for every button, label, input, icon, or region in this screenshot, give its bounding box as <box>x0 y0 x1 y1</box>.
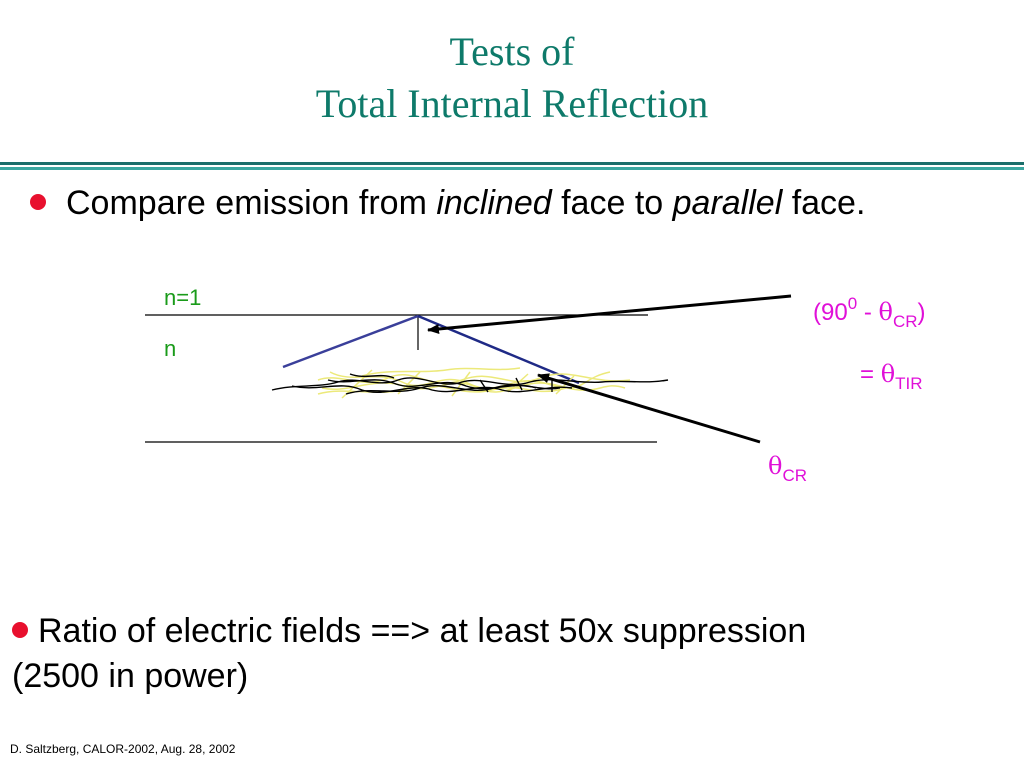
title-line-1: Tests of <box>449 29 575 74</box>
shower-black <box>271 373 669 395</box>
slide-title: Tests of Total Internal Reflection <box>0 26 1024 130</box>
bullet-ratio: Ratio of electric fields ==> at least 50… <box>12 609 806 699</box>
title-divider <box>0 162 1024 170</box>
bullet1-inclined: inclined <box>436 184 552 222</box>
label-n-equals-1: n=1 <box>164 285 201 310</box>
label-n: n <box>164 336 176 361</box>
footer-credit: D. Saltzberg, CALOR-2002, Aug. 28, 2002 <box>10 742 236 756</box>
bullet2-line-2: (2500 in power) <box>12 657 249 695</box>
reflected-ray <box>417 314 580 385</box>
title-line-2: Total Internal Reflection <box>315 81 709 126</box>
bullet1-text-a: Compare emission from <box>66 184 437 222</box>
shower-yellow <box>317 367 631 399</box>
bullet-icon <box>30 194 46 211</box>
bullet1-text-e: face. <box>782 184 866 222</box>
tir-pointer-arrow <box>427 294 792 334</box>
bullet-icon <box>12 622 28 639</box>
incident-ray <box>282 314 419 369</box>
bullet1-parallel: parallel <box>672 184 783 222</box>
cr-pointer-arrow <box>537 373 761 444</box>
bullet1-text-c: face to <box>551 184 673 222</box>
label-theta-tir: = θTIR <box>860 360 923 393</box>
bullet-compare: Compare emission from inclined face to p… <box>30 184 865 223</box>
bullet2-line1-text: Ratio of electric fields ==> at least 50… <box>38 612 807 650</box>
bullet2-line-1: Ratio of electric fields ==> at least 50… <box>12 609 806 654</box>
label-angle-expression: (900 - θCR) <box>813 294 926 331</box>
label-theta-cr: θCR <box>768 452 807 485</box>
